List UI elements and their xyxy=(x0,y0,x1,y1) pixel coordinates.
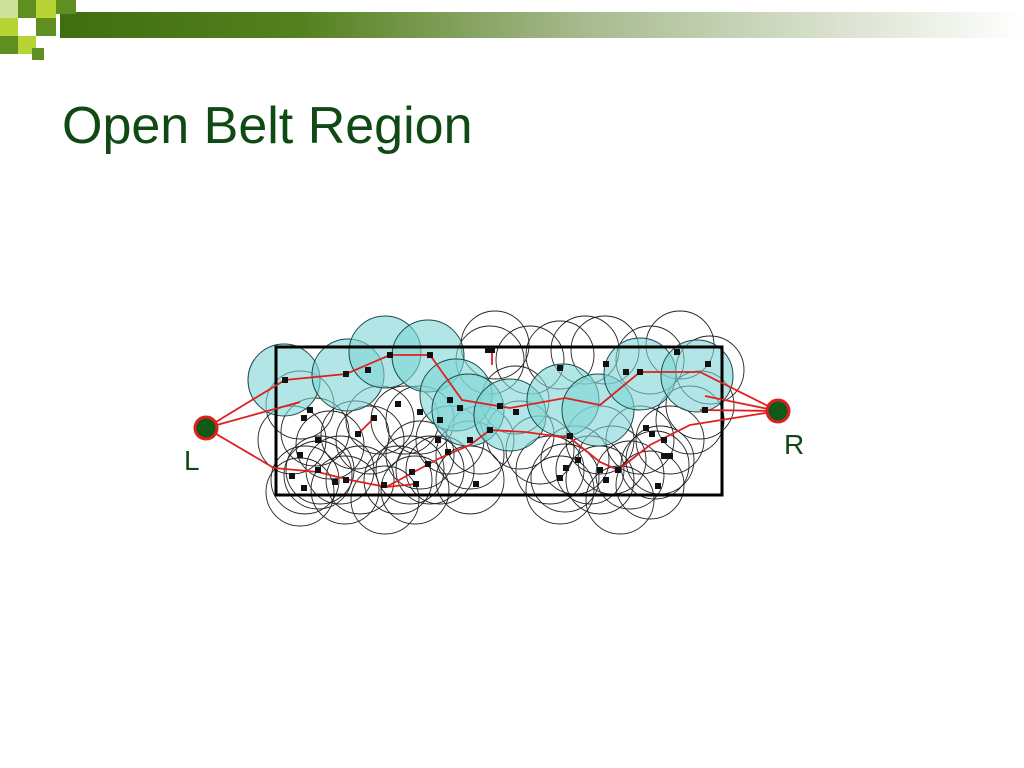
deco-square xyxy=(0,36,18,54)
sensor-disk xyxy=(350,465,420,535)
sensor-point xyxy=(381,482,387,488)
left-endpoint xyxy=(193,415,219,441)
sensor-disk xyxy=(295,410,365,480)
sensor-disk xyxy=(325,445,395,515)
sensor-disk xyxy=(385,420,455,490)
sensor-disk xyxy=(310,455,380,525)
deco-square xyxy=(18,18,36,36)
sensor-point xyxy=(497,403,503,409)
sensor-point xyxy=(513,409,519,415)
sensor-point xyxy=(425,461,431,467)
sensor-disk xyxy=(380,455,450,525)
sensor-point xyxy=(427,352,433,358)
sensor-point xyxy=(437,417,443,423)
sensor-point xyxy=(343,477,349,483)
sensor-disk xyxy=(615,450,685,520)
sensor-point xyxy=(557,365,563,371)
deco-square xyxy=(18,36,36,54)
sensor-disk xyxy=(285,435,355,505)
sensor-point xyxy=(371,415,377,421)
red-path xyxy=(205,354,779,429)
deco-square xyxy=(56,0,76,14)
sensor-point xyxy=(355,431,361,437)
sensor-point xyxy=(667,453,673,459)
deco-square xyxy=(36,0,56,18)
sensor-disk xyxy=(635,405,705,475)
sensor-point xyxy=(301,485,307,491)
deco-square xyxy=(36,18,56,36)
sensor-point xyxy=(467,437,473,443)
sensor-point xyxy=(447,397,453,403)
sensor-point xyxy=(674,349,680,355)
sensor-point xyxy=(705,361,711,367)
sensor-point xyxy=(702,407,708,413)
sensor-point xyxy=(487,427,493,433)
top-decoration-band xyxy=(0,0,1024,60)
sensor-point xyxy=(567,433,573,439)
sensor-point xyxy=(485,347,491,353)
sensor-point xyxy=(301,415,307,421)
sensor-point xyxy=(661,453,667,459)
sensor-point xyxy=(597,467,603,473)
sensor-point xyxy=(395,401,401,407)
sensor-point xyxy=(365,367,371,373)
sensor-point xyxy=(445,449,451,455)
sensor-point xyxy=(282,377,288,383)
sensor-disks xyxy=(257,310,745,535)
red-path xyxy=(205,427,417,488)
red-path xyxy=(699,409,779,412)
sensor-point xyxy=(307,407,313,413)
right-endpoint xyxy=(765,398,791,424)
sensor-point xyxy=(315,467,321,473)
sensor-disk xyxy=(305,435,375,505)
sensor-disk xyxy=(565,445,635,515)
deco-square xyxy=(0,18,18,36)
sensor-point xyxy=(649,431,655,437)
deco-square xyxy=(18,0,36,18)
sensor-point xyxy=(557,475,563,481)
sensor-point xyxy=(409,469,415,475)
sensor-point xyxy=(297,452,303,458)
sensor-point xyxy=(343,371,349,377)
sensor-disk xyxy=(395,435,465,505)
sensor-point xyxy=(332,479,338,485)
belt-rectangle xyxy=(274,345,724,497)
left-label: L xyxy=(184,445,200,476)
sensor-disk xyxy=(405,435,475,505)
sensor-point xyxy=(623,369,629,375)
sensor-point xyxy=(643,425,649,431)
sensor-disk xyxy=(595,440,665,510)
barrier-disk xyxy=(660,339,734,413)
sensor-points xyxy=(282,347,711,491)
right-label: R xyxy=(784,429,804,460)
sensor-point xyxy=(289,473,295,479)
sensor-point xyxy=(563,465,569,471)
sensor-point xyxy=(457,405,463,411)
deco-square xyxy=(32,48,44,60)
sensor-point xyxy=(473,481,479,487)
sensor-disk xyxy=(530,443,600,513)
sensor-point xyxy=(387,352,393,358)
sensor-point xyxy=(413,481,419,487)
sensor-point xyxy=(661,437,667,443)
sensor-disk xyxy=(585,465,655,535)
sensor-point xyxy=(435,437,441,443)
sensor-point xyxy=(615,467,621,473)
slide-title: Open Belt Region xyxy=(62,97,473,155)
sensor-point xyxy=(603,477,609,483)
sensor-point xyxy=(603,361,609,367)
sensor-point xyxy=(655,483,661,489)
red-path xyxy=(359,419,373,433)
sensor-point xyxy=(315,437,321,443)
red-path xyxy=(205,401,301,429)
sensor-point xyxy=(575,457,581,463)
sensor-point xyxy=(489,347,495,353)
sensor-disk xyxy=(525,455,595,525)
sensor-point xyxy=(417,409,423,415)
sensor-point xyxy=(637,369,643,375)
sensor-disk xyxy=(270,445,340,515)
deco-square xyxy=(0,0,18,18)
